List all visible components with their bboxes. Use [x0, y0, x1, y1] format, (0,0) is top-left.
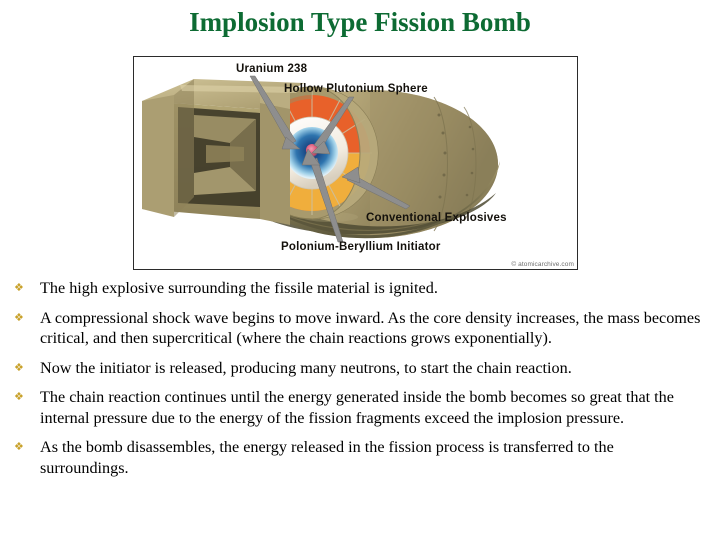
- arrow-initiator-head: [301, 148, 321, 166]
- label-uranium-238: Uranium 238: [236, 63, 308, 75]
- arrow-plutonium-head: [311, 140, 331, 155]
- list-item: ❖ Now the initiator is released, produci…: [0, 358, 720, 379]
- bullet-diamond-icon: ❖: [14, 390, 24, 403]
- list-item-text: A compressional shock wave begins to mov…: [40, 308, 701, 348]
- list-item: ❖ The chain reaction continues until the…: [0, 387, 720, 428]
- figure-image: Uranium 238 Hollow Plutonium Sphere Conv…: [134, 57, 577, 269]
- list-item-text: Now the initiator is released, producing…: [40, 358, 572, 377]
- list-item: ❖ A compressional shock wave begins to m…: [0, 308, 720, 349]
- implosion-bomb-diagram: [134, 57, 577, 269]
- figure-credit: © atomicarchive.com: [511, 261, 574, 268]
- bomb-forward-casing: [142, 79, 304, 225]
- arrow-uranium: [249, 75, 297, 146]
- page-title: Implosion Type Fission Bomb: [189, 7, 531, 37]
- bullet-diamond-icon: ❖: [14, 360, 24, 374]
- list-item: ❖ As the bomb disassembles, the energy r…: [0, 437, 720, 478]
- list-item-text: As the bomb disassembles, the energy rel…: [40, 438, 614, 477]
- label-hollow-plutonium-sphere: Hollow Plutonium Sphere: [284, 83, 428, 95]
- figure-container: Uranium 238 Hollow Plutonium Sphere Conv…: [133, 56, 578, 270]
- list-item: ❖ The high explosive surrounding the fis…: [0, 278, 720, 299]
- arrow-uranium-head: [281, 136, 301, 150]
- bullet-diamond-icon: ❖: [14, 310, 24, 324]
- bullet-diamond-icon: ❖: [14, 440, 24, 453]
- label-conventional-explosives: Conventional Explosives: [366, 212, 507, 224]
- list-item-text: The chain reaction continues until the e…: [40, 388, 674, 427]
- arrow-initiator: [309, 157, 344, 243]
- list-item-text: The high explosive surrounding the fissi…: [40, 279, 438, 297]
- arrow-conventional-head: [341, 166, 361, 184]
- bullet-diamond-icon: ❖: [14, 281, 24, 294]
- label-polonium-beryllium-initiator: Polonium-Beryllium Initiator: [281, 241, 441, 253]
- callout-arrows: [249, 75, 411, 243]
- bullet-list: ❖ The high explosive surrounding the fis…: [0, 278, 720, 487]
